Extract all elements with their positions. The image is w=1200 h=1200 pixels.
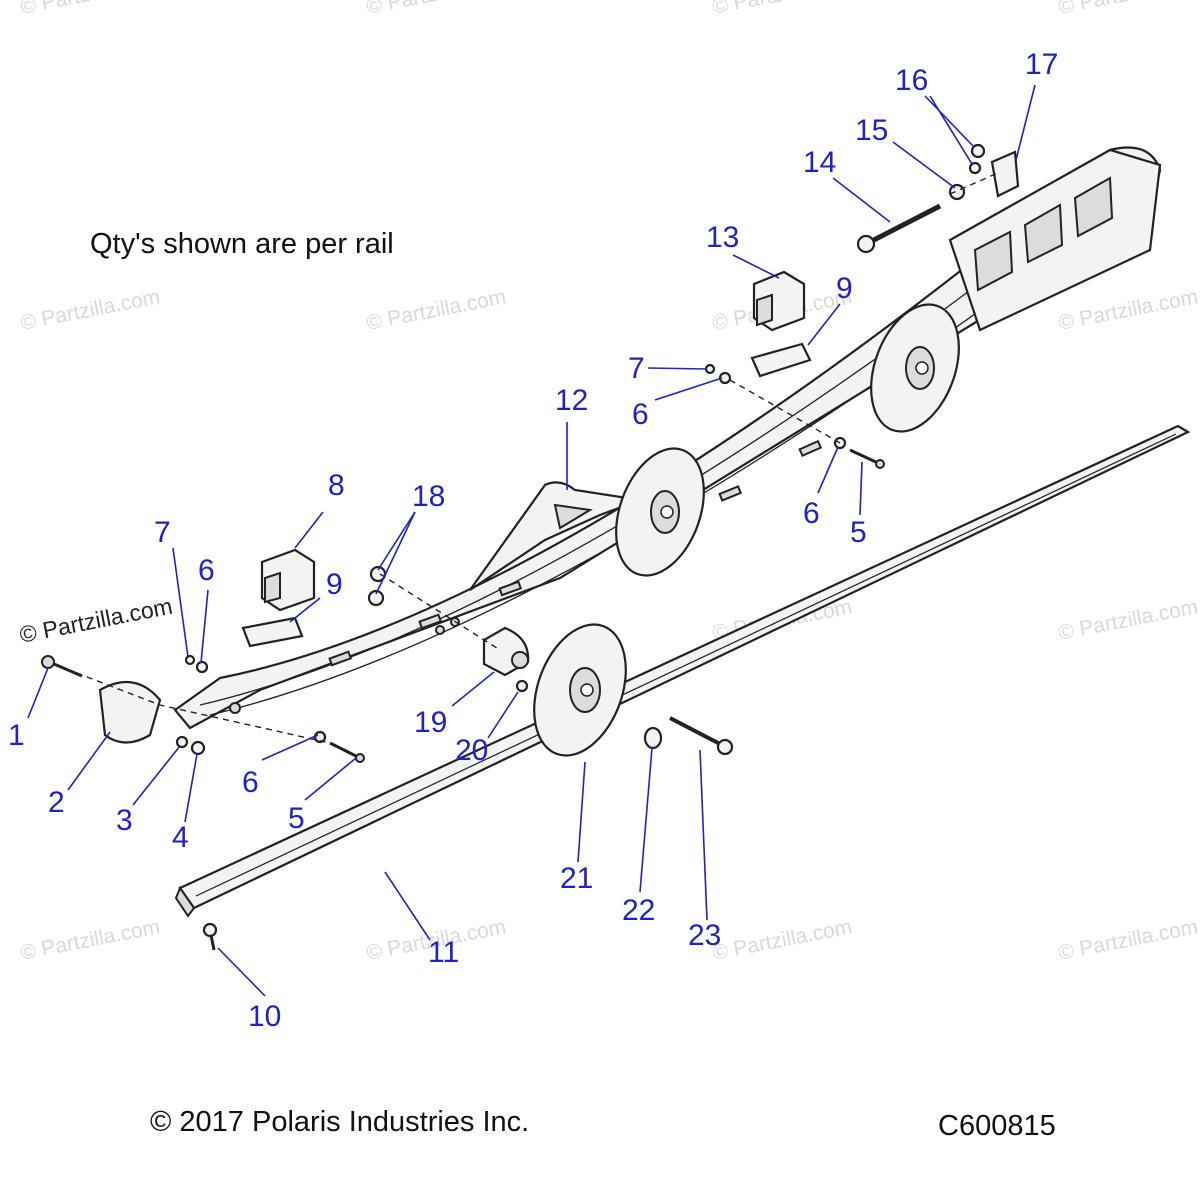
callout: 11	[428, 936, 459, 969]
callout: 9	[326, 568, 343, 601]
callout: 23	[688, 919, 721, 952]
callout: 14	[803, 146, 836, 179]
callout: 15	[855, 114, 888, 147]
idler-wheel-rear	[870, 303, 960, 433]
idler-wheel-middle	[615, 447, 705, 577]
hardware-parts	[41, 143, 1020, 951]
callout: 7	[628, 352, 645, 385]
callout: 5	[850, 516, 867, 549]
callout: 2	[48, 786, 65, 819]
callout: 8	[328, 469, 345, 502]
watermark: © Partzilla.com	[365, 0, 508, 19]
callout: 9	[836, 272, 853, 305]
callout: 6	[632, 398, 649, 431]
callout: 4	[172, 821, 189, 854]
callout: 17	[1025, 48, 1058, 81]
callout: 1	[8, 719, 25, 752]
callout: 18	[412, 480, 445, 513]
copyright-text: © 2017 Polaris Industries Inc.	[150, 1106, 530, 1138]
callout: 22	[622, 894, 655, 927]
watermark: © Partzilla.com	[1057, 915, 1200, 965]
callout: 13	[706, 221, 739, 254]
watermark: © Partzilla.com	[1057, 0, 1200, 19]
callout: 6	[198, 554, 215, 587]
callout: 21	[560, 862, 593, 895]
callout: 20	[455, 734, 488, 767]
watermark: © Partzilla.com	[19, 285, 162, 335]
quantity-note: Qty's shown are per rail	[90, 228, 394, 260]
callout: 3	[116, 804, 133, 837]
diagram-code: C600815	[938, 1110, 1056, 1142]
watermark: © Partzilla.com	[365, 285, 508, 335]
watermark: © Partzilla.com	[711, 0, 854, 19]
callout: 12	[555, 384, 588, 417]
watermark: © Partzilla.com	[19, 0, 162, 19]
callout: 10	[248, 1000, 281, 1033]
suspension-rail	[173, 146, 1162, 730]
watermark: © Partzilla.com	[1057, 595, 1200, 645]
callout-labels: 1 2 3 4 5 5 6 6 6 6 7 7 8 9 9 10 11 12 1…	[8, 48, 1058, 1033]
watermark: © Partzilla.com	[711, 915, 854, 965]
watermark: © Partzilla.com	[19, 915, 162, 965]
callout: 7	[154, 516, 171, 549]
idler-wheel-front	[533, 623, 627, 757]
watermark: © Partzilla.com	[1057, 285, 1200, 335]
assembly-lines	[55, 171, 1001, 744]
callout: 16	[895, 64, 928, 97]
callout: 6	[242, 766, 259, 799]
callout: 5	[288, 802, 305, 835]
leader-lines	[27, 84, 1036, 997]
slide-wear-strip	[174, 424, 1191, 918]
watermark-layer: © Partzilla.com © Partzilla.com © Partzi…	[19, 0, 1200, 965]
callout: 19	[414, 706, 447, 739]
callout: 6	[803, 497, 820, 530]
